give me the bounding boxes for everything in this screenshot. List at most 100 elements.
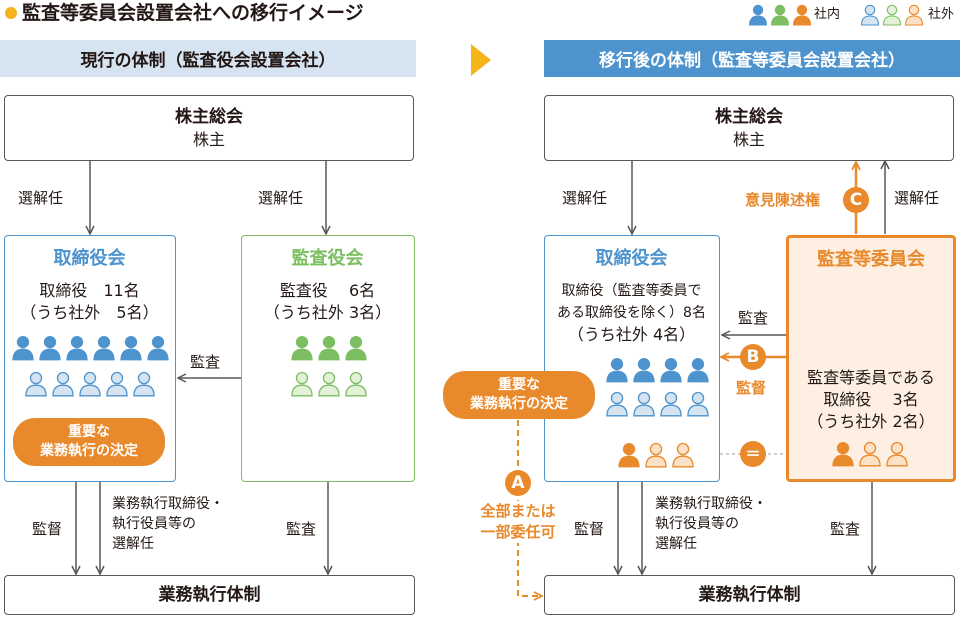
left-elect-label-board: 選解任 xyxy=(18,189,64,207)
left-board-line1: 取締役 11名 xyxy=(39,281,140,300)
right-delegation-line2: 一部委任可 xyxy=(480,523,556,541)
right-board-line1: 取締役（監査等委員で xyxy=(561,283,702,299)
marker-a: A xyxy=(505,470,531,496)
left-shareholders-box: 株主総会 株主 xyxy=(4,95,414,161)
marker-b: B xyxy=(740,344,766,370)
person-icon-internal-green xyxy=(291,335,313,361)
legend-internal-label: 社内 xyxy=(814,7,841,22)
right-committee-title: 監査等委員会 xyxy=(817,249,925,270)
left-auditors-line2: （うち社外 3名） xyxy=(263,303,392,322)
right-committee-members xyxy=(831,441,915,467)
person-icon-external-blue xyxy=(687,391,709,417)
right-supervise-label: 監督 xyxy=(574,520,605,538)
left-decision-pill: 重要な 業務執行の決定 xyxy=(13,418,165,466)
left-exec-elect-line2: 執行役員等の xyxy=(112,516,196,532)
right-committee-box: 監査等委員会 監査等委員である 取締役 3名 （うち社外 2名） xyxy=(786,235,956,482)
right-exec-elect-line3: 選解任 xyxy=(655,536,697,552)
person-icon-internal-orange xyxy=(832,441,854,467)
person-icon-external-blue xyxy=(633,391,655,417)
left-shareholders-title: 株主総会 xyxy=(175,107,243,127)
person-icon-internal-blue xyxy=(93,335,115,361)
person-icon-internal-green xyxy=(771,4,789,26)
person-icon-external-orange xyxy=(886,441,908,467)
person-icon-internal-green xyxy=(345,335,367,361)
legend: 社内 社外 xyxy=(748,4,960,26)
right-board-box: 取締役会 取締役（監査等委員で ある取締役を除く）8名 （うち社外 4名） xyxy=(544,235,720,482)
left-board-internal-members xyxy=(11,335,171,361)
right-shareholders-box: 株主総会 株主 xyxy=(544,95,954,161)
left-exec-elect-label: 業務執行取締役・ 執行役員等の 選解任 xyxy=(112,494,224,554)
person-icon-external-orange xyxy=(645,442,667,468)
left-auditors-external-members xyxy=(290,371,370,397)
left-decision-line1: 重要な xyxy=(68,424,110,440)
left-auditors-internal-members xyxy=(290,335,370,361)
right-delegation-label: 全部または 一部委任可 xyxy=(464,501,572,543)
left-auditors-box: 監査役会 監査役 6名 （うち社外 3名） xyxy=(241,235,415,482)
person-icon-internal-blue xyxy=(687,357,709,383)
right-decision-pill: 重要な 業務執行の決定 xyxy=(443,371,595,419)
person-icon-external-green xyxy=(882,4,902,26)
right-board-committee-members xyxy=(617,442,701,468)
right-board-line2: ある取締役を除く）8名 xyxy=(557,305,706,321)
left-board-line2: （うち社外 5名） xyxy=(20,303,159,322)
person-icon-external-green xyxy=(318,371,340,397)
legend-external-label: 社外 xyxy=(928,7,955,22)
person-icon-external-blue xyxy=(606,391,628,417)
left-audit-bottom-label: 監査 xyxy=(286,520,317,538)
person-icon-external-blue xyxy=(660,391,682,417)
left-audit-label: 監査 xyxy=(190,353,221,371)
title-bullet xyxy=(5,7,17,19)
right-supervise-b-label: 監督 xyxy=(736,379,767,397)
person-icon-internal-blue xyxy=(39,335,61,361)
person-icon-external-green xyxy=(345,371,367,397)
person-icon-external-orange xyxy=(672,442,694,468)
right-heading: 移行後の体制（監査等委員会設置会社） xyxy=(544,40,960,77)
right-shareholders-title: 株主総会 xyxy=(715,107,783,127)
left-heading: 現行の体制（監査役会設置会社） xyxy=(0,40,416,77)
person-icon-internal-orange xyxy=(793,4,811,26)
person-icon-external-orange xyxy=(904,4,924,26)
right-shareholders-sub: 株主 xyxy=(732,130,765,149)
left-exec-elect-line3: 選解任 xyxy=(112,536,154,552)
person-icon-internal-blue xyxy=(660,357,682,383)
person-icon-internal-orange xyxy=(618,442,640,468)
person-icon-internal-blue xyxy=(606,357,628,383)
left-shareholders-sub: 株主 xyxy=(192,130,225,149)
left-supervise-label: 監督 xyxy=(32,520,63,538)
left-elect-label-auditors: 選解任 xyxy=(258,189,304,207)
person-icon-external-blue xyxy=(52,371,74,397)
right-delegation-line1: 全部または xyxy=(480,502,556,520)
right-board-internal-members xyxy=(605,357,715,383)
person-icon-external-blue xyxy=(79,371,101,397)
transition-arrow-icon xyxy=(471,44,491,76)
person-icon-external-orange xyxy=(859,441,881,467)
marker-c: C xyxy=(843,187,869,213)
person-icon-internal-blue xyxy=(120,335,142,361)
right-execution-box: 業務執行体制 xyxy=(544,575,955,615)
person-icon-external-blue xyxy=(25,371,47,397)
right-board-external-members xyxy=(605,391,715,417)
right-exec-elect-line2: 執行役員等の xyxy=(655,516,739,532)
person-icon-external-green xyxy=(291,371,313,397)
person-icon-internal-blue xyxy=(66,335,88,361)
left-exec-elect-line1: 業務執行取締役・ xyxy=(112,496,224,512)
person-icon-external-blue xyxy=(133,371,155,397)
right-committee-line3: （うち社外 2名） xyxy=(807,412,935,431)
legend-external-icons xyxy=(860,4,926,26)
right-audit-label: 監査 xyxy=(738,309,769,327)
right-board-line3: （うち社外 4名） xyxy=(567,325,696,344)
right-opinion-label: 意見陳述権 xyxy=(745,191,821,209)
legend-internal-icons xyxy=(748,4,814,26)
right-committee-line2: 取締役 3名 xyxy=(823,390,919,409)
left-board-box: 取締役会 取締役 11名 （うち社外 5名） 重要な 業務執行の決定 xyxy=(4,235,176,482)
left-execution-box: 業務執行体制 xyxy=(4,575,415,615)
right-decision-line2: 業務執行の決定 xyxy=(470,396,568,412)
left-decision-line2: 業務執行の決定 xyxy=(40,443,138,459)
person-icon-internal-blue xyxy=(633,357,655,383)
right-elect-label-committee: 選解任 xyxy=(894,189,940,207)
left-board-external-members xyxy=(24,371,160,397)
person-icon-internal-blue xyxy=(147,335,169,361)
page-title: 監査等委員会設置会社への移行イメージ xyxy=(22,2,364,24)
right-committee-line1: 監査等委員である xyxy=(807,368,935,387)
left-auditors-line1: 監査役 6名 xyxy=(279,281,376,300)
